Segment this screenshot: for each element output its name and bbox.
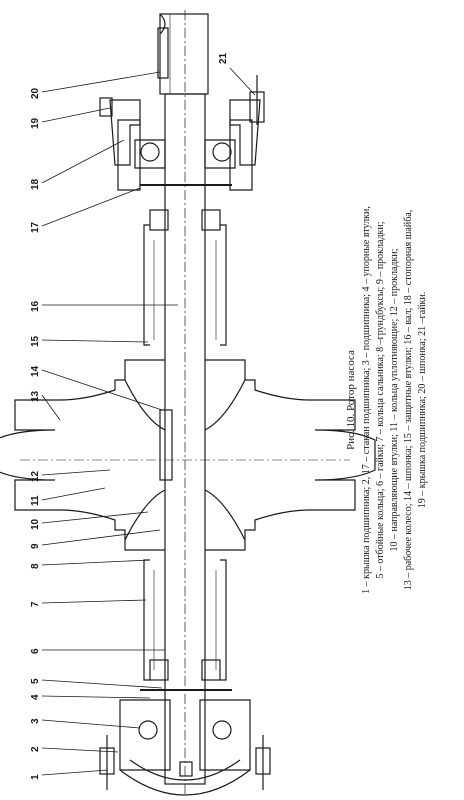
shaft-end — [159, 13, 209, 95]
leader-4 — [41, 695, 151, 699]
callout-11: 11 — [30, 495, 41, 506]
leader-14 — [41, 369, 163, 411]
upper-gland — [143, 209, 227, 346]
leader-13 — [41, 394, 61, 421]
leader-18 — [41, 139, 125, 184]
callout-3: 3 — [30, 718, 41, 724]
leader-2 — [41, 747, 119, 753]
leader-21 — [229, 67, 256, 96]
callout-13: 13 — [30, 390, 41, 402]
leader-17 — [41, 187, 141, 227]
leader-7 — [41, 599, 147, 604]
shaft — [164, 93, 206, 785]
leader-1 — [41, 769, 109, 776]
key-14 — [159, 409, 173, 481]
leader-12 — [41, 469, 111, 476]
callout-10: 10 — [30, 518, 41, 530]
impeller — [0, 359, 376, 551]
callout-12: 12 — [30, 470, 41, 482]
callout-6: 6 — [30, 648, 41, 654]
callout-8: 8 — [30, 563, 41, 569]
leader-8 — [41, 559, 151, 566]
legend-line-1: 1 – крышка подшипника; 2, 17 – стакан по… — [361, 206, 372, 594]
top-bearing-housing — [99, 75, 265, 191]
callout-18: 18 — [30, 178, 41, 190]
callout-14: 14 — [30, 365, 41, 377]
callout-16: 16 — [30, 300, 41, 312]
legend-line-3: 10 – направляющие втулки; 11 – кольца уп… — [389, 248, 400, 552]
legend-line-2: 5 – отбойные кольца; 6 – гайки; 7 – коль… — [375, 221, 386, 579]
callout-7: 7 — [30, 601, 41, 607]
callout-2: 2 — [30, 746, 41, 752]
callout-4: 4 — [30, 694, 41, 700]
key-20 — [157, 27, 169, 79]
callout-15: 15 — [30, 335, 41, 347]
leader-10 — [41, 511, 149, 524]
leader-19 — [41, 107, 111, 123]
callout-17: 17 — [30, 221, 41, 233]
callout-20: 20 — [30, 87, 41, 99]
callout-9: 9 — [30, 543, 41, 549]
callout-19: 19 — [30, 117, 41, 129]
lower-gland — [143, 559, 227, 681]
leader-11 — [41, 487, 106, 501]
legend-line-4: 13 – рабочее колесо; 14 – шпонка; 15 – з… — [403, 209, 414, 591]
legend-line-5: 19 – крышка подшипника; 20 – шпонка; 21 … — [417, 291, 428, 509]
callout-5: 5 — [30, 678, 41, 684]
figure-caption: Рис. 10. Ротор насоса 1 – крышка подшипн… — [340, 0, 464, 800]
leader-9 — [41, 529, 161, 546]
leader-20 — [41, 71, 161, 93]
leader-5 — [41, 679, 163, 689]
figure-title: Рис. 10. Ротор насоса — [345, 350, 357, 450]
bottom-bearing-housing — [99, 689, 271, 796]
leader-15 — [41, 339, 149, 343]
leader-3 — [41, 719, 141, 729]
callout-1: 1 — [30, 774, 41, 780]
figure-caption-text: Рис. 10. Ротор насоса 1 – крышка подшипн… — [340, 0, 464, 800]
callout-21: 21 — [218, 52, 229, 64]
